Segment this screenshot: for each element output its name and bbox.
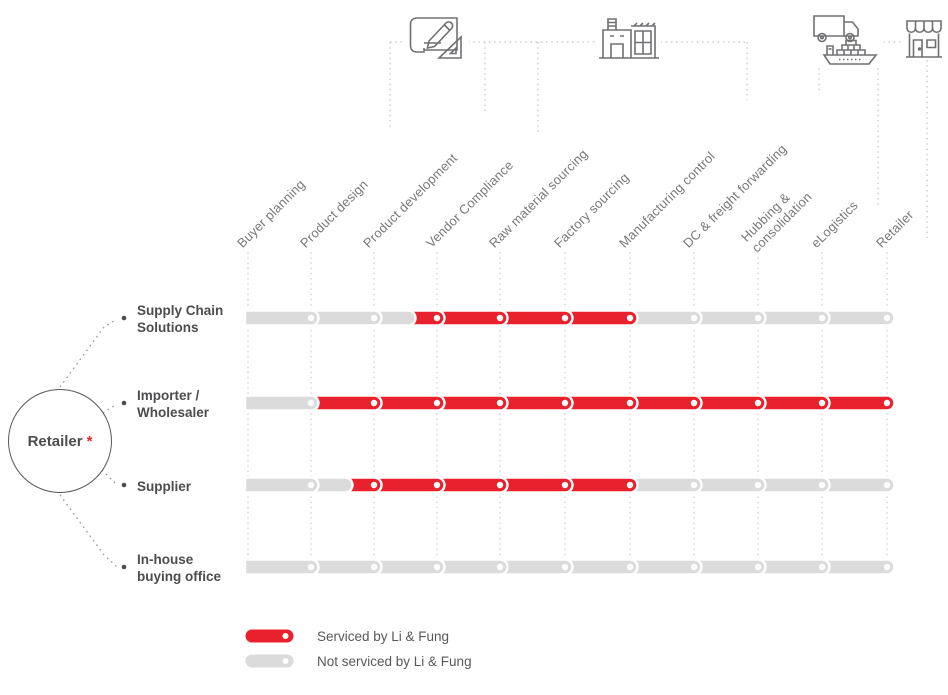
row-label: In-house buying office [137,552,221,584]
column-guides [247,252,888,575]
legend-label-serviced: Serviced by Li & Fung [317,628,450,644]
legend: Serviced by Li & Fung Not serviced by Li… [245,628,472,669]
row-bullet [121,564,127,570]
retailer-connectors [59,318,118,568]
retailer-label: Retailer* [27,432,93,450]
row-bullet [121,400,127,406]
row-bullet [121,482,127,488]
service-bar-row [121,309,896,327]
retailer-asterisk: * [86,432,93,450]
row-label: Importer / Wholesaler [137,388,210,420]
legend-label-not-serviced: Not serviced by Li & Fung [317,653,472,669]
retailer-source-node: Retailer* [8,389,112,493]
row-label: Supplier [137,478,192,494]
factory-icon [597,14,661,60]
service-bar-row [121,558,896,576]
row-bullet [121,315,127,321]
legend-item-serviced: Serviced by Li & Fung [245,628,472,644]
service-bar-row [121,394,896,412]
icon-bracket-lines [389,41,928,238]
row-label: Supply Chain Solutions [137,303,224,335]
legend-pill-serviced [245,629,294,643]
service-bar-row [121,476,896,494]
retail-store-icon [902,14,946,60]
legend-pill-not-serviced [245,654,294,668]
logistics-truck-ship-icon [806,10,884,68]
product-design-icon [403,12,469,64]
legend-item-not-serviced: Not serviced by Li & Fung [245,653,472,669]
